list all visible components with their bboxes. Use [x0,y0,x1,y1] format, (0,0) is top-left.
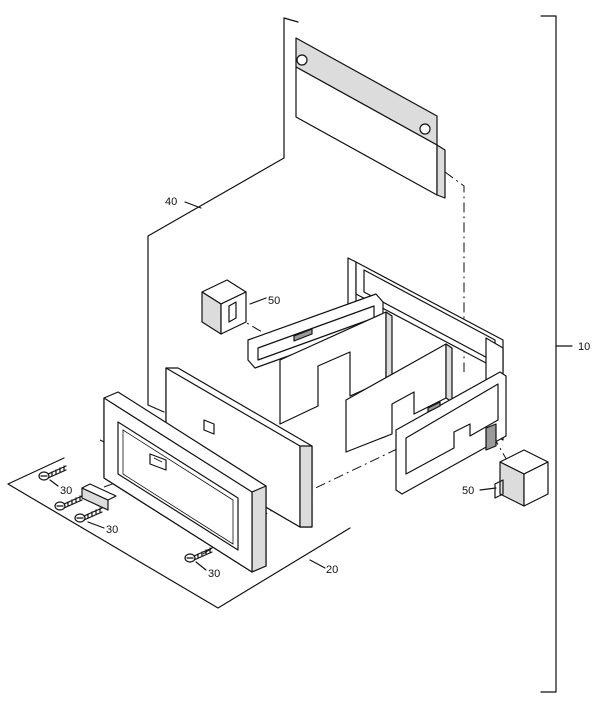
callout-screw-3: 30 [208,568,220,580]
block-upper [201,279,267,335]
frame-housing [247,257,507,495]
callout-block-lower: 50 [462,485,474,497]
callout-screw-1: 30 [60,485,72,497]
block-lower [479,449,549,507]
assembly-bracket [540,15,573,693]
callout-screw-2: 30 [106,524,118,536]
screw-3 [74,507,105,529]
front-bezel [103,391,267,573]
small-bracket-plate [81,483,117,511]
screw-1 [38,465,67,487]
top-board [295,37,446,199]
screw-4 [184,547,213,571]
front-panel-group-outline [7,457,351,609]
callout-top-board: 40 [165,196,177,208]
callout-front-panel: 20 [326,564,338,576]
top-board-group-outline [147,17,299,413]
callout-block-upper: 50 [268,295,280,307]
callout-assembly: 10 [578,341,590,353]
screw-2 [54,495,83,511]
